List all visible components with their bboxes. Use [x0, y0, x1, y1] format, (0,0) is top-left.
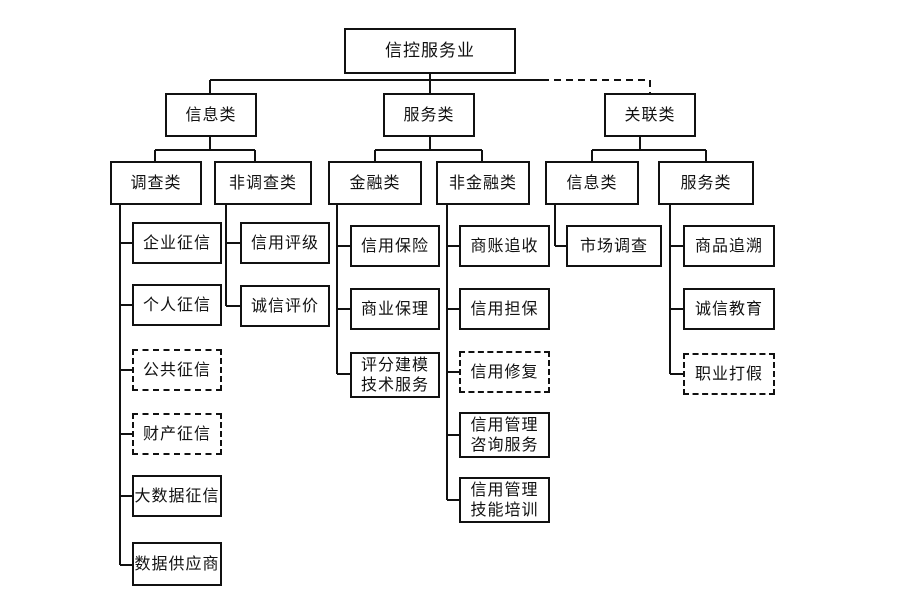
leaf-personal-credit: 个人征信	[132, 284, 222, 326]
category-info-node: 信息类	[165, 93, 257, 137]
leaf-debt-collection: 商账追收	[459, 225, 550, 267]
subcategory-non-finance-node: 非金融类	[436, 161, 530, 205]
leaf-public-credit: 公共征信	[132, 349, 222, 391]
leaf-enterprise-credit: 企业征信	[132, 222, 222, 264]
subcategory-non-survey-node: 非调查类	[214, 161, 312, 205]
leaf-product-tracing: 商品追溯	[683, 225, 775, 267]
leaf-factoring: 商业保理	[350, 288, 440, 330]
subcategory-finance-node: 金融类	[328, 161, 422, 205]
category-related-node: 关联类	[604, 93, 696, 137]
leaf-integrity-evaluation: 诚信评价	[240, 285, 330, 327]
category-service-node: 服务类	[383, 93, 475, 137]
leaf-credit-guarantee: 信用担保	[459, 288, 550, 330]
subcategory-related-info-node: 信息类	[545, 161, 639, 205]
leaf-credit-repair: 信用修复	[459, 351, 550, 393]
leaf-data-supplier: 数据供应商	[132, 542, 222, 586]
leaf-big-data-credit: 大数据征信	[132, 475, 222, 517]
leaf-scoring-modeling-service: 评分建模 技术服务	[350, 352, 440, 398]
subcategory-survey-node: 调查类	[110, 161, 202, 205]
leaf-anti-counterfeit: 职业打假	[683, 353, 775, 395]
leaf-property-credit: 财产征信	[132, 413, 222, 455]
subcategory-related-service-node: 服务类	[658, 161, 754, 205]
leaf-market-research: 市场调查	[566, 225, 662, 267]
root-node: 信控服务业	[344, 28, 516, 74]
leaf-credit-training: 信用管理 技能培训	[459, 477, 550, 523]
leaf-credit-consulting: 信用管理 咨询服务	[459, 412, 550, 458]
leaf-credit-insurance: 信用保险	[350, 225, 440, 267]
leaf-credit-rating: 信用评级	[240, 222, 330, 264]
leaf-integrity-education: 诚信教育	[683, 288, 775, 330]
